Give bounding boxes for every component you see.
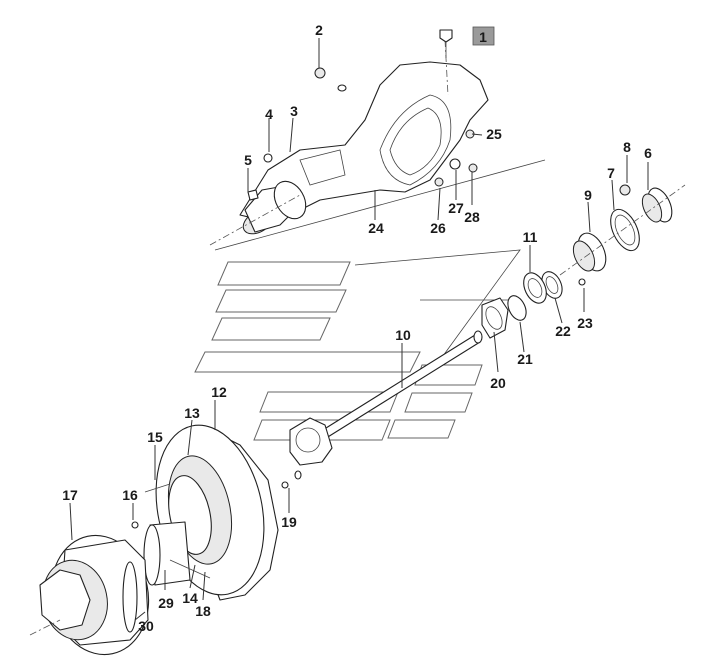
label-18: 18 [195, 603, 211, 619]
label-28: 28 [464, 209, 480, 225]
label-27: 27 [448, 200, 464, 216]
label-29: 29 [158, 595, 174, 611]
label-10: 10 [395, 327, 411, 343]
label-2: 2 [315, 22, 323, 38]
leader-lines [69, 38, 649, 621]
label-20: 20 [490, 375, 506, 391]
axle-shaft [289, 297, 509, 466]
label-19: 19 [281, 514, 297, 530]
label-1: 1 [479, 29, 487, 45]
bearing-set [507, 184, 686, 321]
label-13: 13 [184, 405, 200, 421]
part-labels: 1 2 3 4 5 6 7 8 9 10 11 12 13 14 15 16 1… [62, 22, 652, 634]
label-22: 22 [555, 323, 571, 339]
axle-housing [209, 39, 489, 246]
highlight-box [472, 26, 495, 46]
label-3: 3 [290, 103, 298, 119]
brake-drum [29, 521, 150, 656]
wheel-hub [143, 424, 302, 601]
label-15: 15 [147, 429, 163, 445]
label-14: 14 [182, 590, 198, 606]
label-4: 4 [265, 106, 273, 122]
label-25: 25 [486, 126, 502, 142]
label-8: 8 [623, 139, 631, 155]
label-9: 9 [584, 187, 592, 203]
label-6: 6 [644, 145, 652, 161]
label-5: 5 [244, 152, 252, 168]
label-16: 16 [122, 487, 138, 503]
label-12: 12 [211, 384, 227, 400]
housing-small-parts [247, 29, 478, 201]
label-7: 7 [607, 165, 615, 181]
label-17: 17 [62, 487, 78, 503]
label-26: 26 [430, 220, 446, 236]
label-11: 11 [523, 229, 538, 245]
label-21: 21 [517, 351, 533, 367]
label-30: 30 [138, 618, 154, 634]
label-24: 24 [368, 220, 384, 236]
label-23: 23 [577, 315, 593, 331]
